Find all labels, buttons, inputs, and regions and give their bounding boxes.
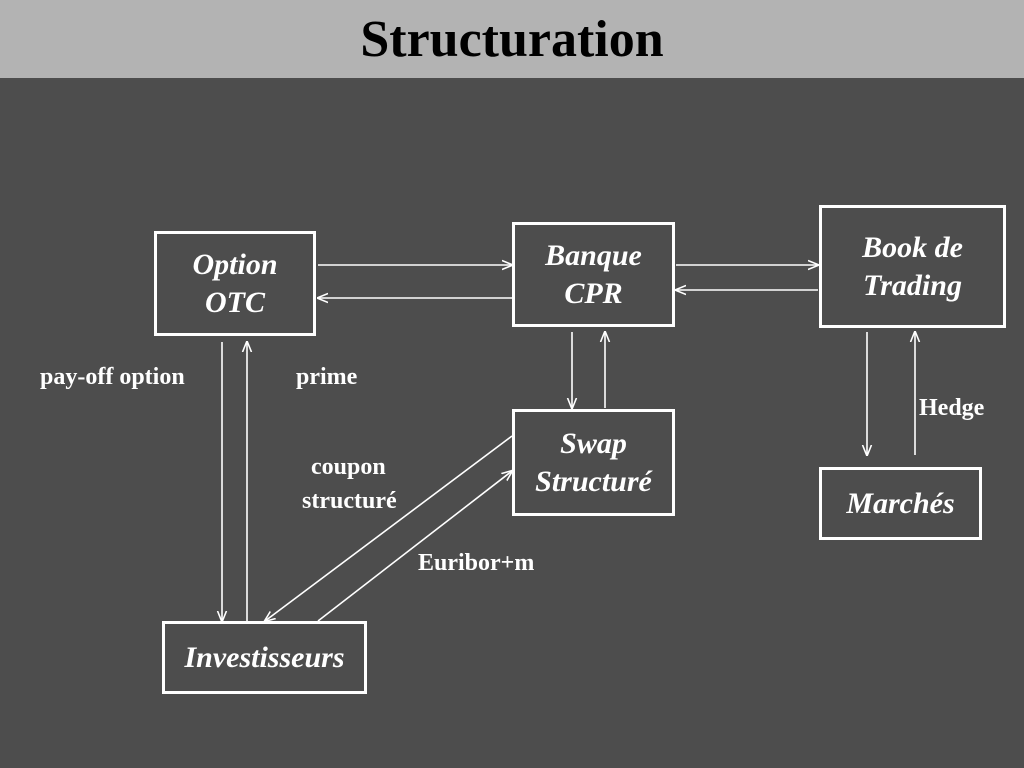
arrow-investisseurs-to-swap [317,471,512,622]
label-euribor: Euribor+m [418,550,535,576]
label-payoff-option: pay-off option [40,364,185,390]
label-prime: prime [296,364,358,390]
title-bar: Structuration [0,0,1024,78]
node-book-trading: Book de Trading [819,205,1006,328]
node-swap-structure: Swap Structuré [512,409,675,516]
node-investisseurs: Investisseurs [162,621,367,694]
node-option-otc: Option OTC [154,231,316,336]
slide-title: Structuration [360,10,664,68]
node-banque-cpr: Banque CPR [512,222,675,327]
node-marches: Marchés [819,467,982,540]
arrow-swap-to-investisseurs [265,435,513,621]
label-coupon: coupon [311,454,386,480]
label-hedge: Hedge [919,395,985,421]
label-structure: structuré [302,488,397,514]
